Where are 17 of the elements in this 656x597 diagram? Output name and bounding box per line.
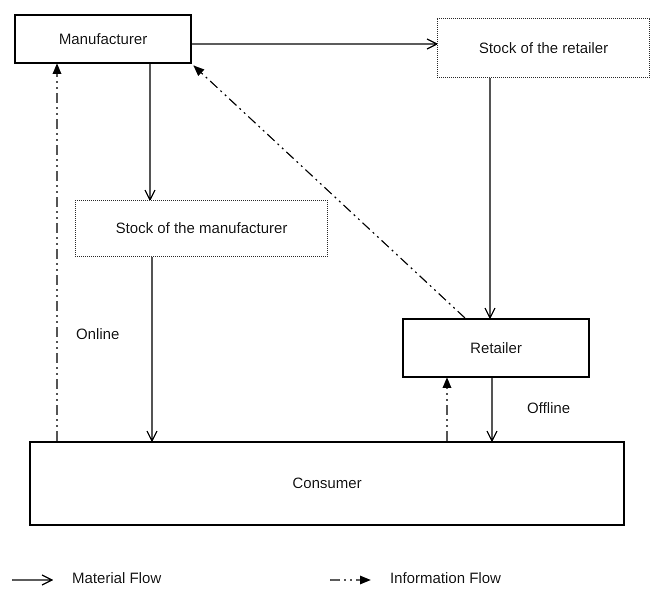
stock-box: Stock of the manufacturer bbox=[75, 200, 328, 257]
process-box: Consumer bbox=[29, 441, 625, 526]
arrow bbox=[144, 64, 156, 201]
arrow bbox=[192, 38, 438, 50]
stock-box: Stock of the retailer bbox=[437, 18, 650, 78]
edge-label: Online bbox=[76, 326, 120, 343]
arrow bbox=[486, 378, 498, 442]
process-box: Retailer bbox=[402, 318, 590, 378]
legend-label: Information Flow bbox=[390, 570, 501, 587]
arrow bbox=[484, 78, 496, 319]
dash-dot-arrow bbox=[52, 63, 62, 441]
edge-label: Offline bbox=[527, 400, 570, 417]
dash-dot-arrow bbox=[193, 65, 466, 318]
arrow bbox=[146, 257, 158, 442]
process-box: Manufacturer bbox=[14, 14, 192, 64]
dash-dot-arrow bbox=[442, 377, 452, 441]
legend-label: Material Flow bbox=[72, 570, 162, 587]
